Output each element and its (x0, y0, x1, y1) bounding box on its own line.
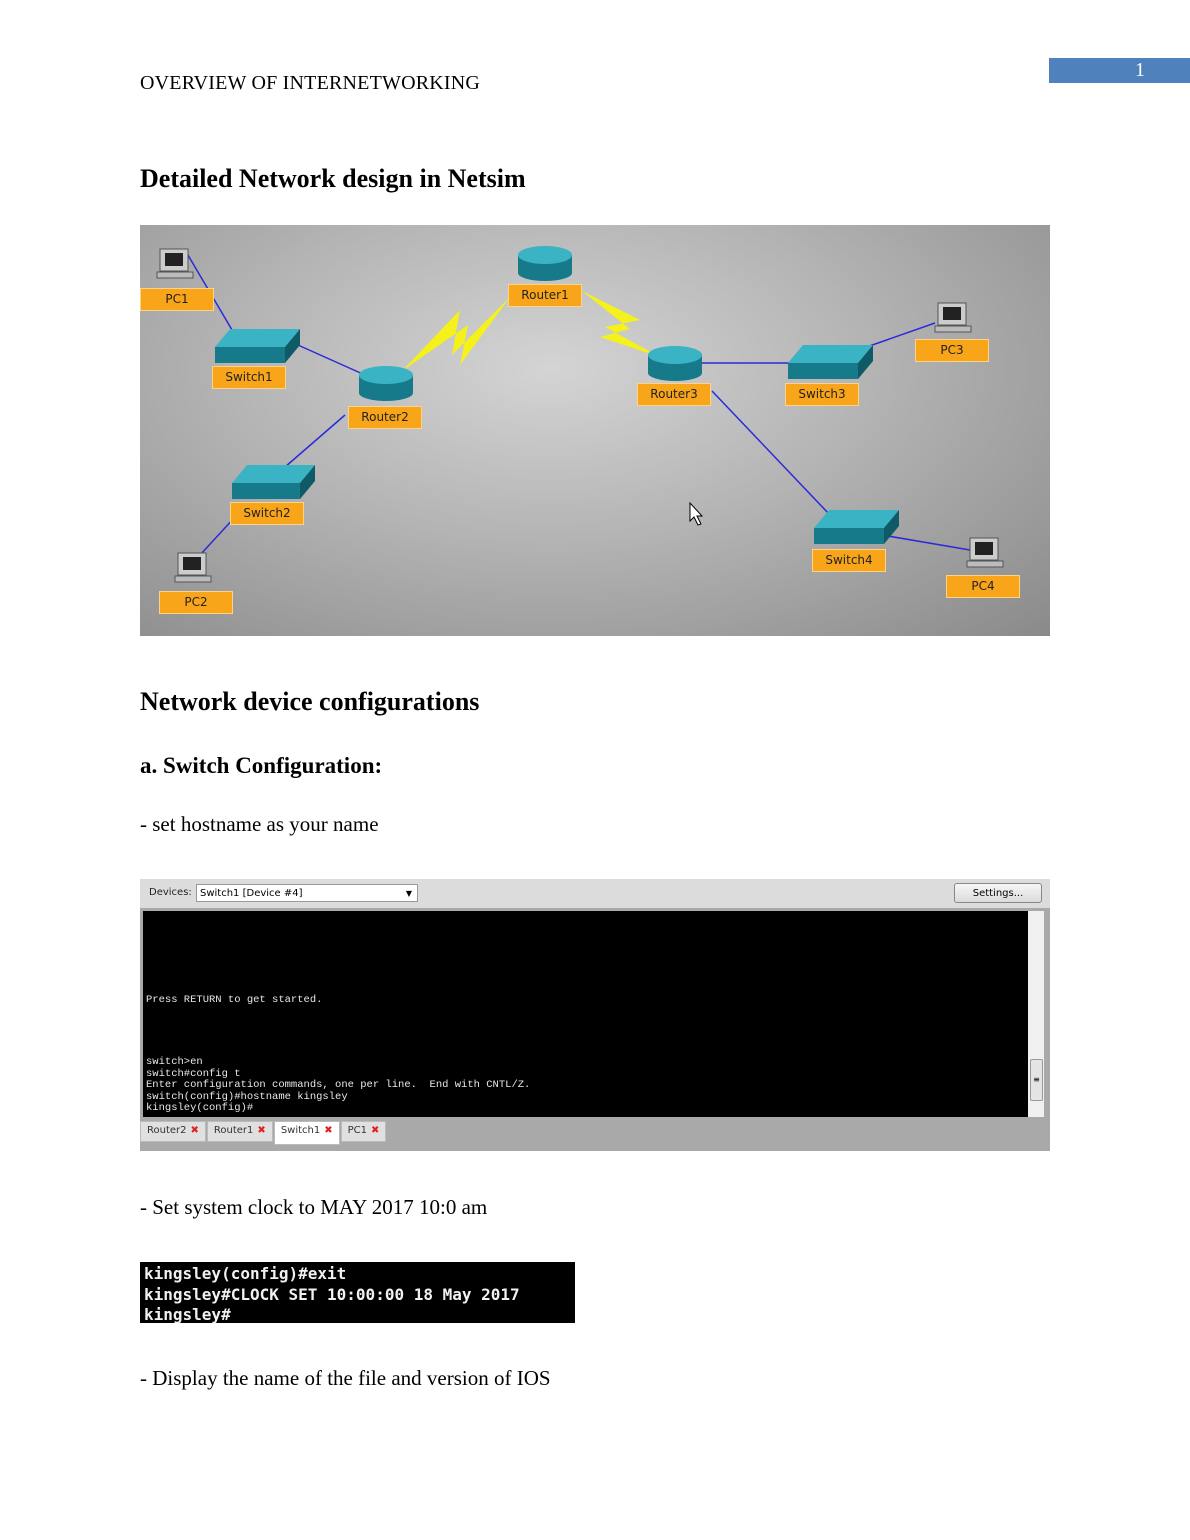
section-heading: Detailed Network design in Netsim (140, 164, 526, 193)
step-text: - Set system clock to MAY 2017 10:0 am (140, 1195, 488, 1219)
device-label-switch2[interactable]: Switch2 (230, 502, 304, 525)
device-label-switch3[interactable]: Switch3 (785, 383, 859, 406)
devices-label: Devices: (149, 887, 192, 898)
terminal-line: switch#config t (146, 1067, 241, 1080)
router3-icon (648, 346, 702, 381)
close-icon[interactable]: ✖ (257, 1125, 266, 1136)
device-label-router3[interactable]: Router3 (637, 383, 711, 406)
device-label-pc3[interactable]: PC3 (915, 339, 989, 362)
device-icons (156, 246, 1004, 583)
router1-icon (518, 246, 572, 281)
step-text: - Display the name of the file and versi… (140, 1366, 551, 1390)
terminal-line: switch>en (146, 1056, 203, 1068)
terminal-screen[interactable]: Press RETURN to get started. switch>en s… (143, 911, 1028, 1117)
tab-label: PC1 (347, 1125, 368, 1136)
section-heading: Network device configurations (140, 687, 480, 716)
close-icon[interactable]: ✖ (190, 1125, 199, 1136)
network-diagram: PC1 Switch1 Router2 Router1 Router3 Swit… (140, 225, 1050, 636)
device-select[interactable]: Switch1 [Device #4] ▼ (196, 884, 418, 902)
step-text: - set hostname as your name (140, 812, 379, 836)
tab-label: Router1 (213, 1125, 254, 1136)
terminal-line: kingsley# (144, 1305, 231, 1324)
switch3-icon (788, 345, 873, 379)
terminal-line: Press RETURN to get started. (146, 994, 323, 1006)
device-label-pc1[interactable]: PC1 (140, 288, 214, 311)
close-icon[interactable]: ✖ (371, 1125, 380, 1136)
link-switch2-pc2 (199, 516, 236, 556)
tab-pc1[interactable]: PC1✖ (340, 1121, 387, 1142)
subsection-heading: a. Switch Configuration: (140, 753, 383, 778)
pc1-icon (156, 248, 194, 279)
pc3-icon (934, 302, 972, 333)
chevron-down-icon: ▼ (405, 889, 412, 898)
switch1-icon (215, 329, 300, 363)
settings-button[interactable]: Settings... (954, 883, 1042, 903)
device-label-router1[interactable]: Router1 (508, 284, 582, 307)
close-icon[interactable]: ✖ (324, 1125, 333, 1136)
mouse-cursor-icon (689, 501, 704, 526)
link-router3-switch4 (711, 390, 831, 516)
terminal-toolbar: Devices: Switch1 [Device #4] ▼ Settings..… (140, 879, 1050, 908)
device-label-router2[interactable]: Router2 (348, 406, 422, 429)
terminal-scrollbar[interactable]: ≡ (1028, 911, 1044, 1117)
pc2-icon (174, 552, 212, 583)
tab-router1[interactable]: Router1✖ (206, 1121, 273, 1142)
terminal-line: kingsley#CLOCK SET 10:00:00 18 May 2017 (144, 1284, 520, 1304)
device-label-switch4[interactable]: Switch4 (812, 549, 886, 572)
device-tabs: Router2✖ Router1✖ Switch1✖ PC1✖ (140, 1121, 387, 1145)
device-label-pc4[interactable]: PC4 (946, 575, 1020, 598)
cli-terminal-screenshot: Devices: Switch1 [Device #4] ▼ Settings..… (140, 879, 1050, 1151)
device-label-pc2[interactable]: PC2 (159, 591, 233, 614)
link-switch4-pc4 (881, 534, 971, 551)
tab-switch1[interactable]: Switch1✖ (273, 1121, 340, 1145)
tab-router2[interactable]: Router2✖ (140, 1121, 206, 1142)
router2-icon (359, 366, 413, 401)
page-number: 1 (1049, 58, 1190, 83)
link-router2-switch2 (284, 414, 346, 468)
switch2-icon (232, 465, 315, 499)
switch4-icon (814, 510, 899, 544)
terminal-line: switch(config)#hostname kingsley (146, 1090, 348, 1103)
diagram-links (156, 246, 1004, 583)
terminal-line: kingsley(config)#exit (144, 1264, 347, 1283)
serial-link-router2-router1 (402, 297, 510, 371)
pc4-icon (966, 537, 1004, 568)
tab-label: Switch1 (280, 1125, 321, 1136)
running-header: OVERVIEW OF INTERNETWORKING (140, 72, 481, 94)
terminal-line: Enter configuration commands, one per li… (146, 1079, 531, 1091)
device-label-switch1[interactable]: Switch1 (212, 366, 286, 389)
terminal-line: kingsley(config)# (146, 1102, 254, 1114)
serial-link-router1-router3 (582, 291, 660, 357)
tab-label: Router2 (147, 1125, 187, 1136)
selected-device: Switch1 [Device #4] (200, 888, 303, 899)
scrollbar-thumb[interactable]: ≡ (1030, 1059, 1043, 1101)
